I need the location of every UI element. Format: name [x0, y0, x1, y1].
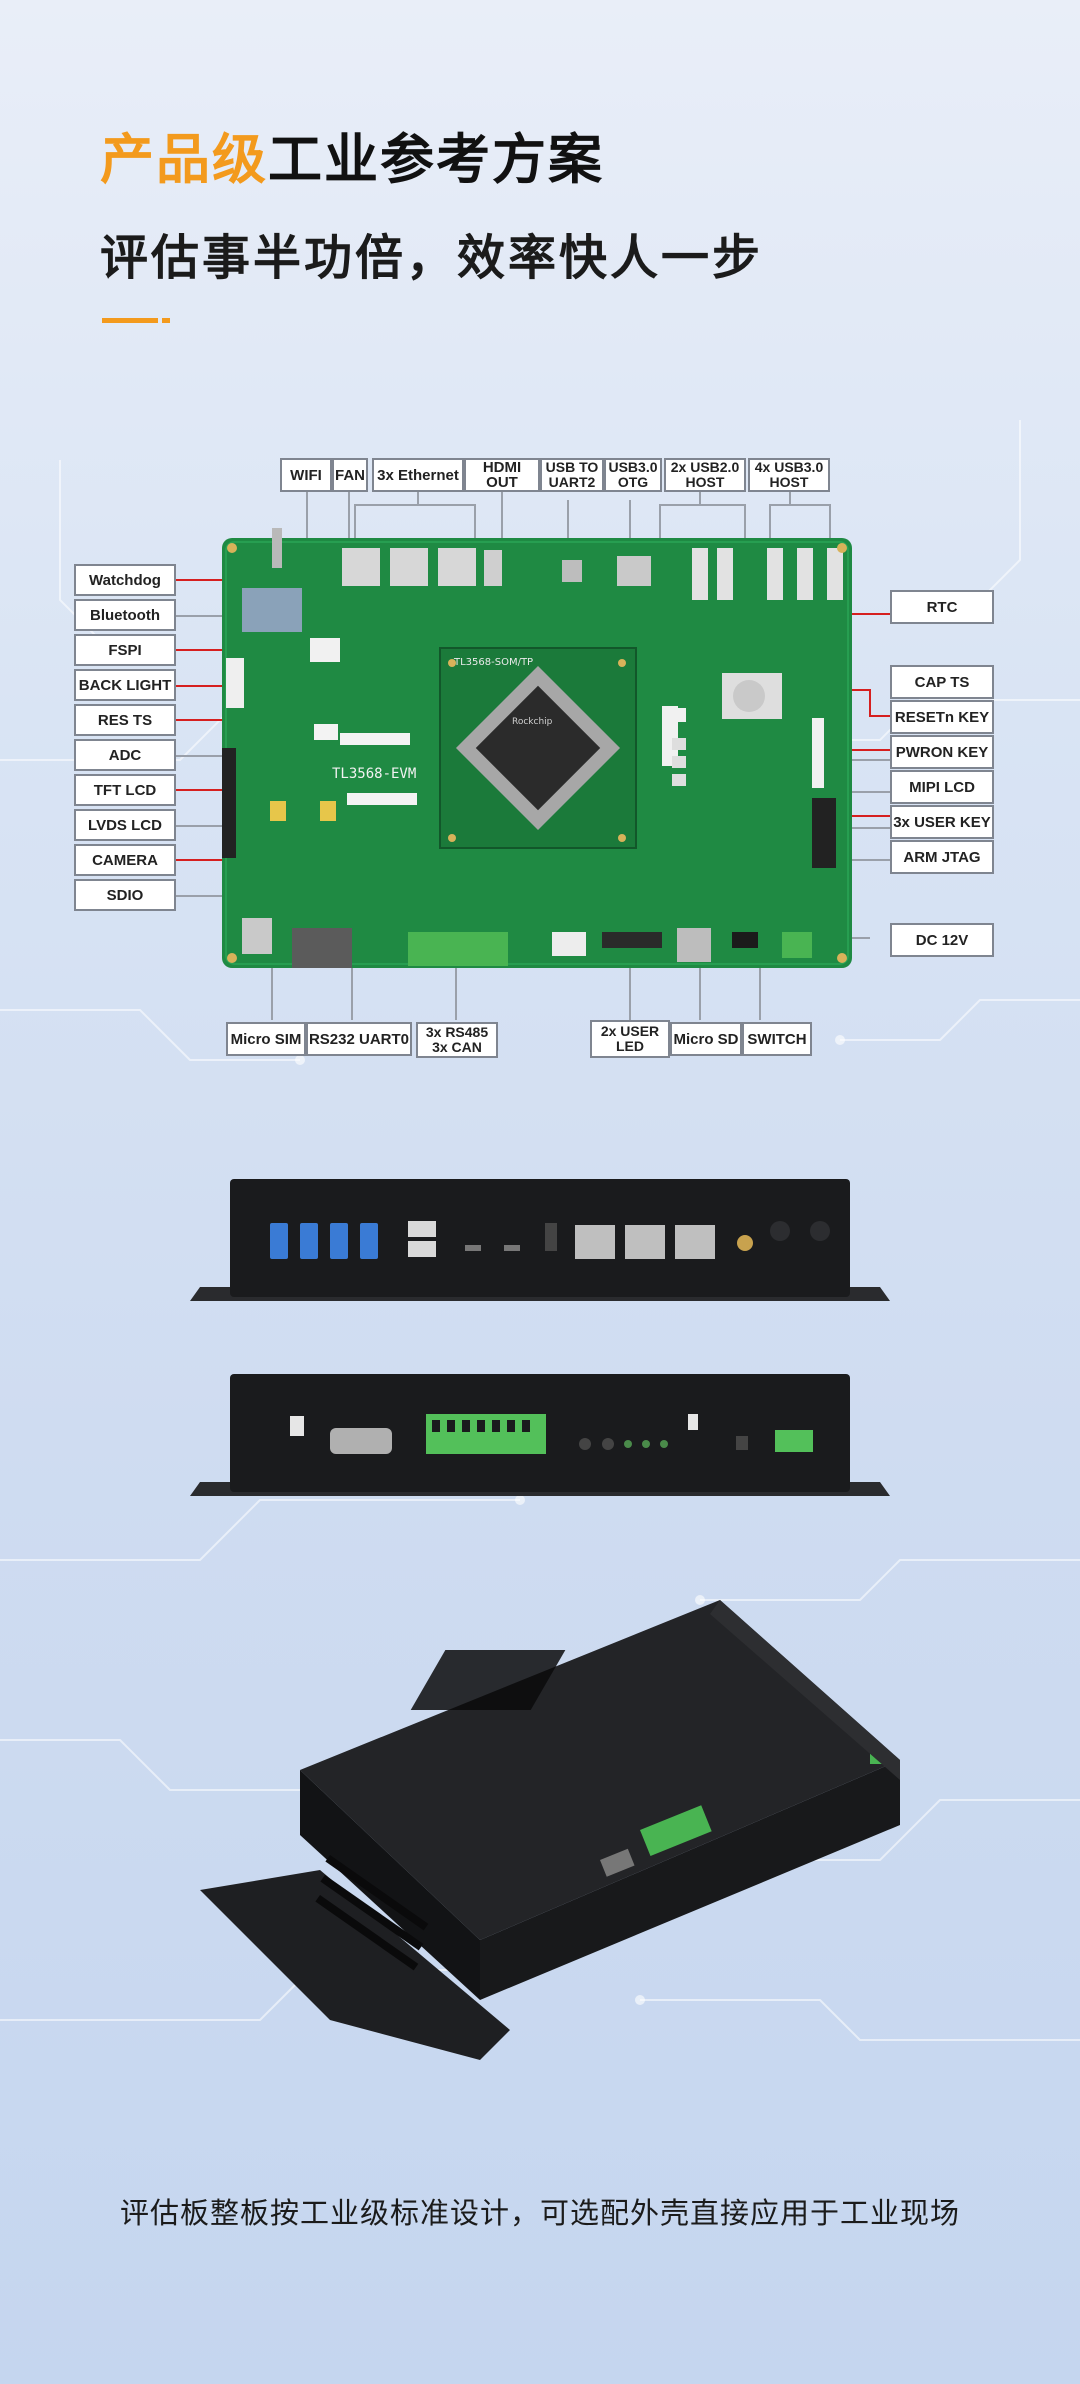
- label-fspi: FSPI: [74, 634, 176, 666]
- label-adc: ADC: [74, 739, 176, 771]
- label-resetn-key: RESETn KEY: [890, 700, 994, 734]
- label-micro-sim: Micro SIM: [226, 1022, 306, 1056]
- title-accent: 产品级: [100, 128, 268, 191]
- label-micro-sd: Micro SD: [670, 1022, 742, 1056]
- label-dc-12v: DC 12V: [890, 923, 994, 957]
- label-mipi-lcd: MIPI LCD: [890, 770, 994, 804]
- title-rest: 工业参考方案: [268, 128, 604, 191]
- page-title: 产品级工业参考方案: [100, 128, 604, 192]
- board-model-silkscreen: TL3568-EVM: [332, 766, 416, 782]
- label-cap-ts: CAP TS: [890, 665, 994, 699]
- enclosure-back-panel: [190, 1374, 890, 1496]
- chip-brand: Rockchip: [512, 717, 553, 727]
- enclosure-3d-view: [200, 1600, 900, 2060]
- enclosure-front-panel: [190, 1179, 890, 1301]
- label-rs232-uart0: RS232 UART0: [306, 1022, 412, 1056]
- label-fan: FAN: [332, 458, 368, 492]
- label-user-led: 2x USER LED: [590, 1020, 670, 1058]
- label-usb3-host: 4x USB3.0 HOST: [748, 458, 830, 492]
- title-underline: [102, 318, 158, 323]
- label-pwron-key: PWRON KEY: [890, 735, 994, 769]
- label-sdio: SDIO: [74, 879, 176, 911]
- label-watchdog: Watchdog: [74, 564, 176, 596]
- title-underline-dot: [162, 318, 170, 323]
- label-rtc: RTC: [890, 590, 994, 624]
- label-lvds-lcd: LVDS LCD: [74, 809, 176, 841]
- label-usb3-otg: USB3.0 OTG: [604, 458, 662, 492]
- label-usb-to-uart2: USB TO UART2: [540, 458, 604, 492]
- bottom-caption: 评估板整板按工业级标准设计，可选配外壳直接应用于工业现场: [119, 2196, 960, 2230]
- label-back-light: BACK LIGHT: [74, 669, 176, 701]
- label-bluetooth: Bluetooth: [74, 599, 176, 631]
- label-arm-jtag: ARM JTAG: [890, 840, 994, 874]
- label-switch: SWITCH: [742, 1022, 812, 1056]
- page-subtitle: 评估事半功倍，效率快人一步: [100, 230, 764, 286]
- label-rs485-can: 3x RS485 3x CAN: [416, 1022, 498, 1058]
- label-tft-lcd: TFT LCD: [74, 774, 176, 806]
- label-usb2-host: 2x USB2.0 HOST: [664, 458, 746, 492]
- label-wifi: WIFI: [280, 458, 332, 492]
- evaluation-board-image: TL3568-SOM/TP Rockchip TL3568-EVM: [222, 528, 852, 968]
- label-res-ts: RES TS: [74, 704, 176, 736]
- label-hdmi-out: HDMI OUT: [464, 458, 540, 492]
- label-user-key: 3x USER KEY: [890, 805, 994, 839]
- label-ethernet: 3x Ethernet: [372, 458, 464, 492]
- board-som-silkscreen: TL3568-SOM/TP: [453, 657, 533, 668]
- label-camera: CAMERA: [74, 844, 176, 876]
